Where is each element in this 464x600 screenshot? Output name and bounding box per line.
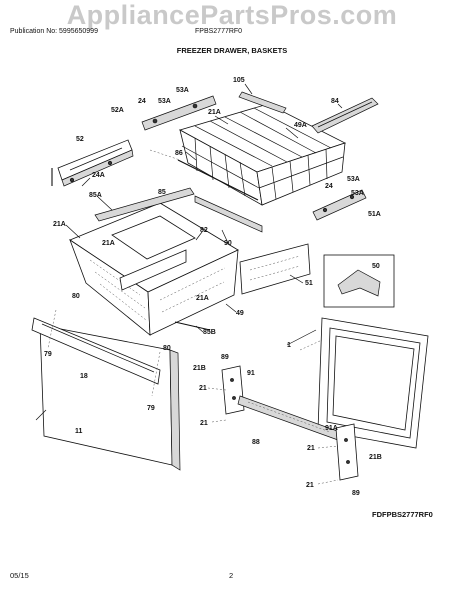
part-85-divider xyxy=(94,187,195,222)
door-handle xyxy=(31,317,161,385)
part-52a-bracket xyxy=(141,95,217,131)
model-number: FPBS2777RF0 xyxy=(195,28,243,35)
part-50-clip xyxy=(323,254,395,308)
callout-51: 51 xyxy=(305,280,313,287)
callout-80: 80 xyxy=(72,293,80,300)
handle-screws xyxy=(47,309,161,397)
callout-21a: 21A xyxy=(53,221,66,228)
callout-89: 89 xyxy=(352,490,360,497)
callout-53a: 53A xyxy=(158,98,171,105)
part-85b-rod xyxy=(174,321,211,331)
callout-21: 21 xyxy=(199,385,207,392)
part-89-bracket-right xyxy=(335,423,359,481)
part-105-rail xyxy=(238,91,287,114)
callout-21: 21 xyxy=(306,482,314,489)
leader-lines xyxy=(35,83,343,421)
callout-80: 80 xyxy=(163,345,171,352)
callout-21: 21 xyxy=(200,420,208,427)
callout-89: 89 xyxy=(221,354,229,361)
part-51a-slide xyxy=(312,189,367,221)
watermark: AppliancePartsPros.com xyxy=(66,0,398,30)
callout-85: 85 xyxy=(158,189,166,196)
callout-24a: 24A xyxy=(92,172,105,179)
callout-85a: 85A xyxy=(89,192,102,199)
part-52-slide xyxy=(51,139,134,187)
section-title: FREEZER DRAWER, BASKETS xyxy=(176,46,288,55)
callout-11: 11 xyxy=(75,428,83,435)
callout-79: 79 xyxy=(147,405,155,412)
callout-105: 105 xyxy=(233,77,245,84)
footer-date: 05/15 xyxy=(10,571,29,580)
callout-82: 82 xyxy=(200,227,208,234)
mounting-screws xyxy=(207,387,339,485)
page-number: 2 xyxy=(229,571,234,580)
callout-84: 84 xyxy=(331,98,339,105)
callout-21: 21 xyxy=(307,445,315,452)
part-51-slide xyxy=(239,243,311,295)
callout-24: 24 xyxy=(325,183,333,190)
lower-plastic-basket xyxy=(69,202,239,336)
part-82-divider xyxy=(119,249,187,291)
callout-49: 49 xyxy=(236,310,244,317)
publication-number: Publication No: 5995650999 xyxy=(10,28,98,35)
callout-50: 50 xyxy=(372,263,380,270)
callout-90: 90 xyxy=(224,240,232,247)
callout-51a: 51A xyxy=(368,211,381,218)
callout-53a: 53A xyxy=(347,176,360,183)
callout-24: 24 xyxy=(138,98,146,105)
callout-91a: 91A xyxy=(325,425,338,432)
callout-53a: 53A xyxy=(351,190,364,197)
callout-1: 1 xyxy=(287,342,291,349)
diagram-code: FDFPBS2777RF0 xyxy=(372,510,433,519)
part-90-cover xyxy=(194,195,263,233)
callout-21b: 21B xyxy=(369,454,382,461)
gasket-frame xyxy=(299,317,429,449)
callout-79: 79 xyxy=(44,351,52,358)
callout-49a: 49A xyxy=(294,122,307,129)
callout-52a: 52A xyxy=(111,107,124,114)
callout-53a: 53A xyxy=(176,87,189,94)
part-84-slide xyxy=(311,97,379,134)
callout-21a: 21A xyxy=(196,295,209,302)
callout-labels: 105 84 53A 24 53A 52A 21A 49A 52 86 24A … xyxy=(44,77,382,497)
drawer-door xyxy=(39,324,181,471)
callout-91: 91 xyxy=(247,370,255,377)
part-86-rod xyxy=(149,149,259,201)
upper-wire-basket xyxy=(178,103,347,206)
callout-21a: 21A xyxy=(208,109,221,116)
callout-21a: 21A xyxy=(102,240,115,247)
callout-88: 88 xyxy=(252,439,260,446)
callout-52: 52 xyxy=(76,136,84,143)
callout-86: 86 xyxy=(175,150,183,157)
callout-85b: 85B xyxy=(203,329,216,336)
callout-18: 18 xyxy=(80,373,88,380)
callout-21b: 21B xyxy=(193,365,206,372)
